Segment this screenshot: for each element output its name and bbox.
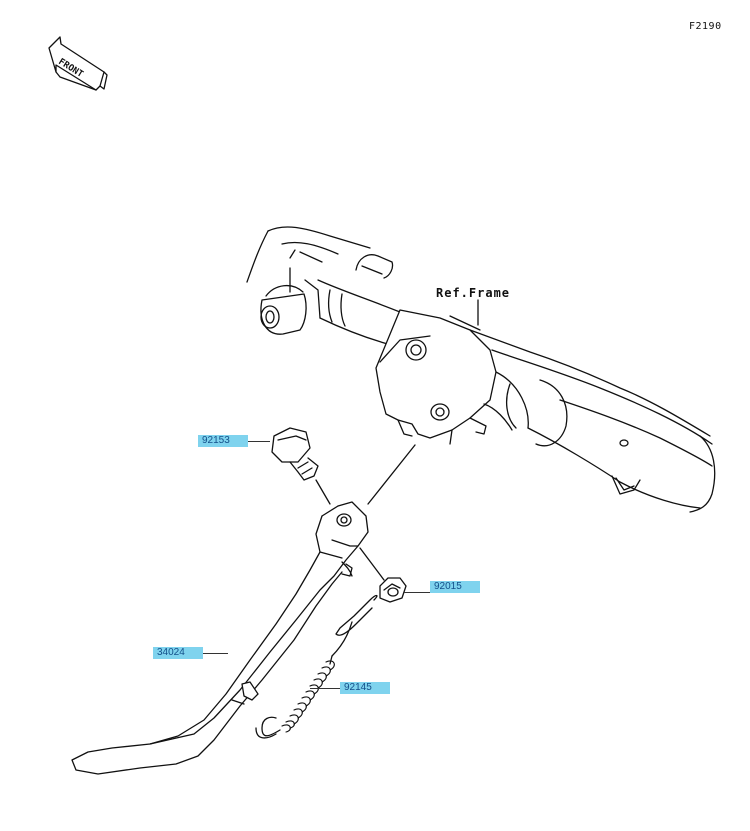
front-direction-icon: FRONT <box>48 36 108 91</box>
figure-code: F2190 <box>689 21 722 32</box>
spring-92145 <box>255 594 378 739</box>
bolt-92153 <box>271 427 331 505</box>
leader-92145 <box>310 688 342 689</box>
part-label-34024[interactable]: 34024 <box>153 647 203 659</box>
pivot-leader <box>367 444 416 505</box>
part-label-92015[interactable]: 92015 <box>430 581 480 593</box>
stand-bracket <box>375 309 497 445</box>
leader-34024 <box>200 653 228 654</box>
part-label-92153[interactable]: 92153 <box>198 435 248 447</box>
part-label-92145[interactable]: 92145 <box>340 682 390 694</box>
frame-tube-right <box>483 349 716 513</box>
frame-tube-left <box>246 226 394 335</box>
leader-92015 <box>404 592 430 593</box>
leader-92153 <box>248 441 270 442</box>
ref-frame-label: Ref.Frame <box>436 286 511 300</box>
nut-92015 <box>359 547 407 603</box>
side-stand-34024 <box>71 501 369 775</box>
